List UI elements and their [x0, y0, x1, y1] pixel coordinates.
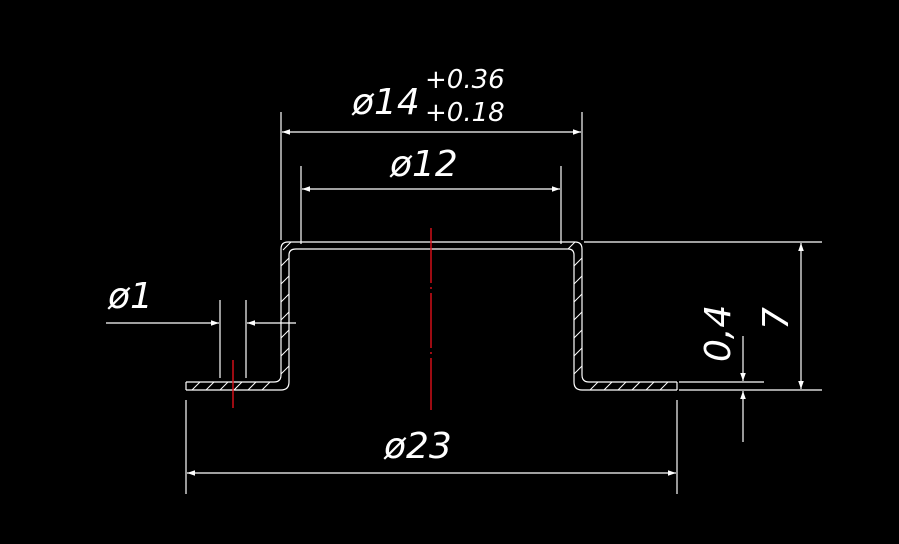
inner-diameter-label: ø12	[389, 144, 458, 185]
outer-diameter-lower-tolerance: +0.18	[425, 98, 505, 128]
height-label: 7	[756, 307, 797, 330]
dimension-height: 7	[584, 241, 822, 391]
dimension-outer-diameter: ø14 +0.36 +0.18	[280, 65, 583, 240]
thickness-label: 0,4	[698, 305, 739, 362]
centerlines	[232, 228, 432, 410]
outer-diameter-upper-tolerance: +0.36	[425, 65, 505, 95]
outer-diameter-label: ø14	[351, 82, 420, 123]
flange-diameter-label: ø23	[383, 426, 452, 467]
section-hatching	[191, 241, 669, 391]
dimension-thickness: 0,4	[679, 305, 764, 442]
dimension-hole-diameter: ø1	[106, 276, 296, 378]
dimension-inner-diameter: ø12	[300, 144, 562, 244]
hole-diameter-label: ø1	[107, 276, 153, 317]
dimension-flange-diameter: ø23	[185, 400, 678, 494]
